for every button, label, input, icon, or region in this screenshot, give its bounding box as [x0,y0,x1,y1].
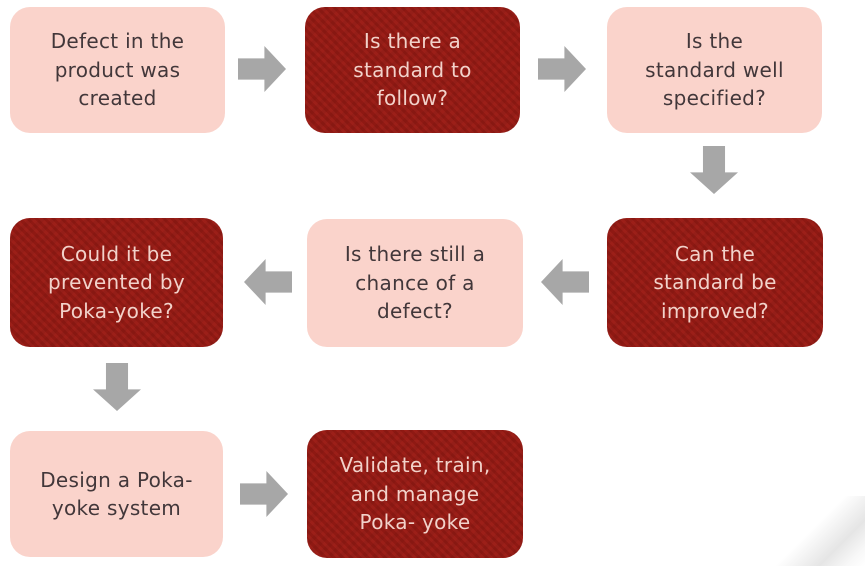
node-defect-created: Defect in the product was created [10,7,225,133]
node-prevented-by-poka-yoke: Could it be prevented by Poka-yoke? [10,218,223,347]
arrow-right-icon [240,471,288,517]
node-standard-to-follow: Is there a standard to follow? [305,7,520,133]
arrow-left-icon [541,259,589,305]
node-standard-improved: Can the standard be improved? [607,218,823,347]
node-chance-of-defect: Is there still a chance of a defect? [307,219,523,347]
node-validate-train-manage-label: Validate, train, and manage Poka- yoke [339,453,491,535]
node-design-poka-yoke: Design a Poka- yoke system [10,431,223,557]
corner-shade-decoration [770,496,865,566]
node-standard-well-specified-label: Is the standard well specified? [645,29,784,111]
node-chance-of-defect-label: Is there still a chance of a defect? [344,242,486,324]
node-defect-created-label: Defect in the product was created [50,29,185,111]
node-validate-train-manage: Validate, train, and manage Poka- yoke [307,430,523,558]
arrow-down-icon [690,146,738,194]
arrow-down-icon [93,363,141,411]
arrow-right-icon [538,46,586,92]
node-design-poka-yoke-label: Design a Poka- yoke system [40,467,193,520]
arrow-left-icon [244,259,292,305]
node-standard-well-specified: Is the standard well specified? [607,7,822,133]
arrow-right-icon [238,46,286,92]
node-prevented-by-poka-yoke-label: Could it be prevented by Poka-yoke? [48,241,185,323]
node-standard-to-follow-label: Is there a standard to follow? [353,29,472,111]
node-standard-improved-label: Can the standard be improved? [653,241,777,323]
